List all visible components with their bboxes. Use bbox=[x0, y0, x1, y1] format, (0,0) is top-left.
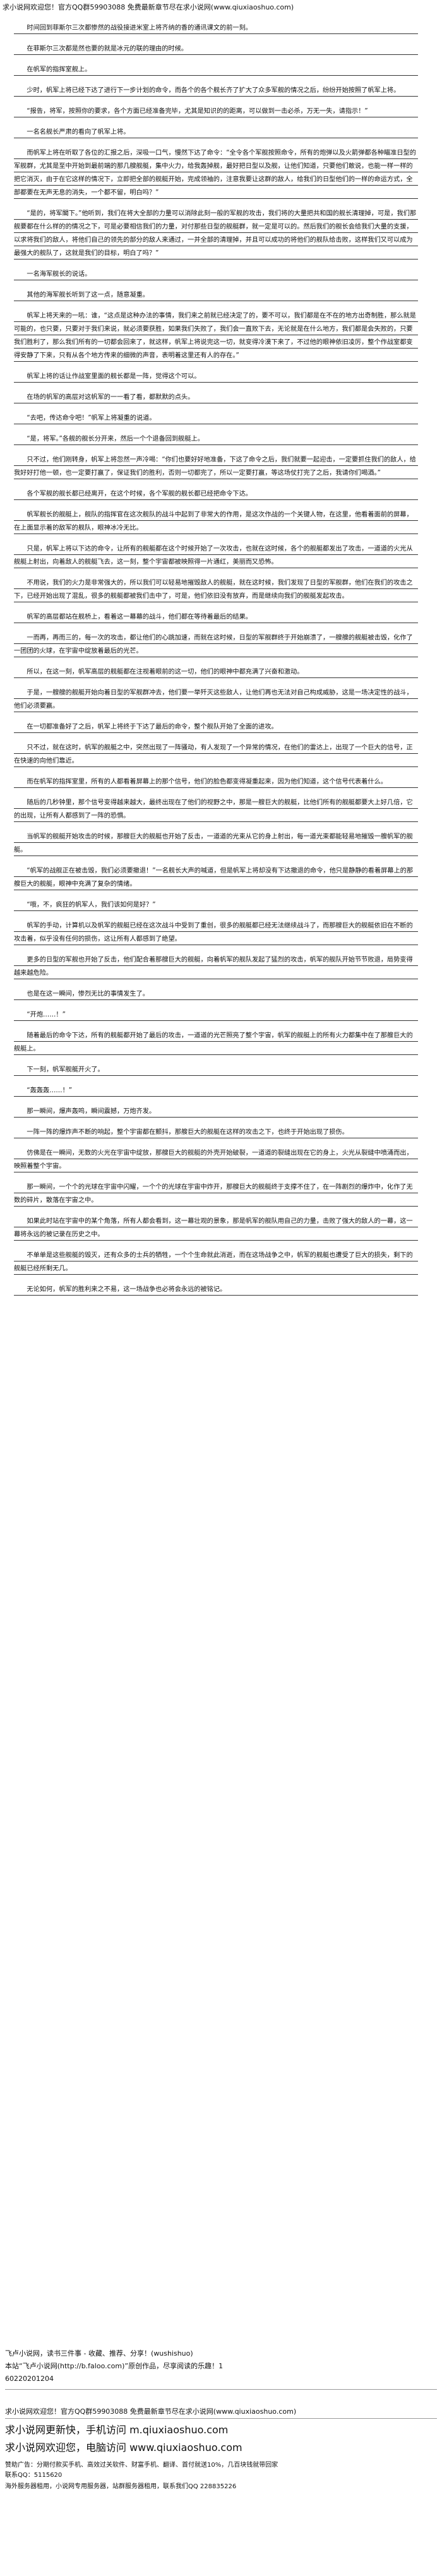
paragraph: 一而再，再而三的，每一次的攻击，都让他们的心跳加速，而就在这时候，日型的军舰群终… bbox=[14, 631, 418, 658]
paragraph: 无论如何，帆军的胜利来之不易，这一场战争也必将会永远的被铭记。 bbox=[14, 1283, 418, 1296]
footer-mobile-tagline[interactable]: 求小说网更新快，手机访问 m.qiuxiaoshuo.com bbox=[5, 2424, 229, 2436]
footer-site-banner: 求小说网欢迎您！官方QQ群59903088 免费最新章节尽在求小说网(www.q… bbox=[5, 2407, 297, 2416]
paragraph: 帆军舰长的舰艇上，舰队的指挥官在这次舰队的战斗中起到了非常大的作用，是这次作战的… bbox=[14, 508, 418, 535]
paragraph: 少时，帆军上将已经下达了进行下一步计划的命令，而各个的各个舰长齐了扩大了众多军舰… bbox=[14, 84, 418, 97]
footer-number: 60220201204 bbox=[5, 2375, 54, 2383]
paragraph: 随后的几秒钟里，那个信号变得越来越大，最终出现在了他们的视野之中，那是一艘巨大的… bbox=[14, 796, 418, 823]
paragraph: 其他的海军舰长听到了这一点，随意凝重。 bbox=[14, 289, 418, 302]
paragraph: 而帆军上将在听取了各位的汇报之后，深吸一口气，慢然下达了命令：“全令各个军舰按照… bbox=[14, 146, 418, 200]
paragraph: 只不过，就在这时，帆军的舰艇之中，突然出现了一阵骚动，有人发现了一个异常的情况，… bbox=[14, 741, 418, 768]
paragraph: 不单单是这些舰艇的毁灭，还有众多的士兵的牺牲，一个个生命就此消逝，而在这场战争之… bbox=[14, 1249, 418, 1275]
paragraph: 帆军上将的话让作战室里面的舰长都是一阵，觉得这个可以。 bbox=[14, 370, 418, 383]
paragraph: 在一切都准备好了之后，帆军上将终于下达了最后的命令，整个舰队开始了全面的进攻。 bbox=[14, 720, 418, 734]
footer-divider bbox=[5, 2389, 437, 2390]
paragraph: 帆军上将天来的一吼：谁，“这点是这种办法的事情，我们来之前就已经决定了的，要不可… bbox=[14, 309, 418, 362]
paragraph: 随着最后的命令下达，所有的舰艇都开始了最后的攻击，一道道的光芒照亮了整个宇宙，帆… bbox=[14, 1029, 418, 1056]
paragraph: “帆军的战舰正在被击毁，我们必须要撤退！”一名舰长大声的喊道，但是帆军上将却没有… bbox=[14, 864, 418, 891]
paragraph: 所以，在这一刻，帆军高层的舰艇都在注视着眼前的这一切，他们的眼神中都充满了兴奋和… bbox=[14, 665, 418, 679]
paragraph: 只是，帆军上将以下达的命令，让所有的舰艇都在这个时候开始了一次攻击，也就在这时候… bbox=[14, 542, 418, 569]
footer-server-ad: 海外服务器租用，小说网专用服务器，站群服务器租用，联系我们QQ 22883522… bbox=[5, 2483, 237, 2490]
footer-promo: 飞卢小说网，读书三件事 - 收藏、推荐、分享！(wushishuo) bbox=[5, 2349, 193, 2358]
paragraph: 那一瞬间，一个个的光球在宇宙中闪耀，一个个的光球在宇宙中炸开，那艘巨大的舰艇终于… bbox=[14, 1181, 418, 1207]
paragraph: 下一刻，帆军舰艇开火了。 bbox=[14, 1063, 418, 1076]
footer-desktop-tagline[interactable]: 求小说网欢迎您，电脑访问 www.qiuxiaoshuo.com bbox=[5, 2442, 242, 2454]
footer-divider bbox=[5, 2418, 437, 2419]
paragraph: 也是在这一瞬间，惨烈无比的事情发生了。 bbox=[14, 987, 418, 1001]
footer-ad-text: 赞助广告：分期付款买手机、高效过关软件、财富手机、翻译、首付就送10%，几百块钱… bbox=[5, 2462, 278, 2469]
paragraph: 于是，一艘艘的舰艇开始向着日型的军舰群冲去，他们要一举歼灭这些敌人，让他们再也无… bbox=[14, 686, 418, 713]
paragraph: 更多的日型的军舰也开始了反击，他们配合着那艘巨大的舰艇，向着帆军的舰队发起了猛烈… bbox=[14, 953, 418, 980]
paragraph: “是，将军。”各舰的舰长分开来，然后一个个退备回到舰艇上。 bbox=[14, 432, 418, 446]
paragraph: 在场的帆军的高层对这帆军的一一看了看，都默默的点头。 bbox=[14, 391, 418, 404]
paragraph: 只不过，他们刚转身，帆军上将忽然一声冷喝：“你们也要好好地准备，下这了命令之后，… bbox=[14, 453, 418, 480]
paragraph: 时间回到菲斯尔三次都惨然的战役接进米室上将齐纳的香的通讯课文的前一刻。 bbox=[14, 21, 418, 35]
paragraph: 帆军的高层都站在舰桥上，看着这一幕幕的战斗，他们都在等待着最后的结果。 bbox=[14, 611, 418, 624]
footer-source-link[interactable]: 本站“飞卢小说网(http://b.faloo.com)”原创作品，尽享阅读的乐… bbox=[5, 2361, 437, 2371]
paragraph: 不用说，我们的火力是非常强大的，所以我们可以轻易地摧毁敌人的舰艇，就在这时候，我… bbox=[14, 576, 418, 603]
paragraph: “报告，将军，按照你的要求，各个方面已经准备完毕，尤其是知识的的距离，可以做到一… bbox=[14, 105, 418, 118]
source-link[interactable]: 本站“飞卢小说网(http://b.faloo.com)”原创作品，尽享阅读的乐… bbox=[5, 2362, 224, 2370]
paragraph: 一名名舰长严肃的看向了帆军上将。 bbox=[14, 126, 418, 139]
footer-contact-qq: 联系QQ：5115620 bbox=[5, 2472, 63, 2479]
paragraph: “轰轰轰……！” bbox=[14, 1084, 418, 1097]
paragraph: 帆军的手动，计算机以及帆军的舰艇已经在这次战斗中受到了重创，很多的舰艇都已经无法… bbox=[14, 919, 418, 946]
paragraph: 在帆军的指挥室舰上。 bbox=[14, 63, 418, 76]
paragraph: “去吧，传达命令吧！”帆军上将凝重的说道。 bbox=[14, 412, 418, 425]
paragraph: 当帆军的舰艇开始攻击的时候，那艘巨大的舰艇也开始了反击，一道道的光束从它的身上射… bbox=[14, 830, 418, 857]
paragraph: “哦，不，疯狂的帆军人，我们该如何是好？” bbox=[14, 898, 418, 912]
chapter-content: 时间回到菲斯尔三次都惨然的战役接进米室上将齐纳的香的通讯课文的前一刻。在菲斯尔三… bbox=[14, 21, 418, 1304]
paragraph: 仿佛是在一瞬间，无数的火光在宇宙中绽放，那艘巨大的舰艇的外壳开始破裂，一道道的裂… bbox=[14, 1147, 418, 1173]
paragraph: 而在帆军的指挥室里，所有的人都看着屏幕上的那个信号，他们的脸色都变得凝重起来，因… bbox=[14, 775, 418, 789]
paragraph: “是的，将军閣下。”他听到，我们在将大全部的力量可以消除此刻一般的军舰的攻击，我… bbox=[14, 207, 418, 260]
paragraph: 各个军舰的舰长都已经离开，在这个时候，各个军舰的舰长都已经把命令下达。 bbox=[14, 487, 418, 501]
paragraph: 那一瞬间，爆声轰鸣，瞬间震撼，万炮齐发。 bbox=[14, 1105, 418, 1118]
paragraph: 如果此时站在宇宙中的某个角落，所有人都会看到，这一幕壮观的景象，那是帆军的舰队用… bbox=[14, 1215, 418, 1241]
paragraph: 一名海军舰长的说话。 bbox=[14, 268, 418, 281]
top-banner: 求小说网欢迎您！官方QQ群59903088 免费最新章节尽在求小说网(www.q… bbox=[3, 3, 294, 11]
paragraph: 在菲斯尔三次都是然也要的就是冰元的联的理由的时候。 bbox=[14, 42, 418, 56]
paragraph: “开炮……！” bbox=[14, 1008, 418, 1022]
paragraph: 一阵一阵的爆炸声不断的响起，整个宇宙都在颤抖，那艘巨大的舰艇在这样的攻击之下，也… bbox=[14, 1126, 418, 1139]
